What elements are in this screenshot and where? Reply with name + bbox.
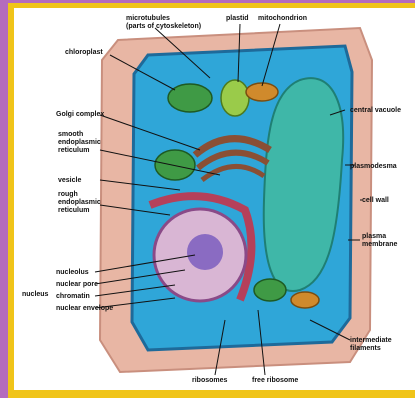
- label-nucleolus: nucleolus: [56, 269, 89, 276]
- label-chloroplast: chloroplast: [65, 49, 103, 56]
- label-ribosomes: ribosomes: [192, 377, 228, 384]
- label-rough-er-3: reticulum: [58, 207, 90, 214]
- label-cell-wall: cell wall: [362, 197, 389, 204]
- label-smooth-er-1: smooth: [58, 131, 83, 138]
- label-free-ribosome: free ribosome: [252, 377, 298, 384]
- label-nuclear-envelope: nuclear envelope: [56, 305, 113, 312]
- label-central-vacuole: central vacuole: [350, 107, 401, 114]
- label-smooth-er-3: reticulum: [58, 147, 90, 154]
- label-golgi-complex: Golgi complex: [56, 111, 104, 118]
- label-intermediate-filaments-2: filaments: [350, 345, 381, 352]
- chloroplast-shape: [155, 150, 195, 180]
- label-plasmodesma: plasmodesma: [350, 163, 397, 170]
- plastid-shape: [221, 80, 249, 116]
- label-rough-er-1: rough: [58, 191, 78, 198]
- label-microtubules-sub: (parts of cytoskeleton): [126, 23, 201, 30]
- label-microtubules: microtubules: [126, 15, 170, 22]
- label-plastid: plastid: [226, 15, 249, 22]
- label-mitochondrion: mitochondrion: [258, 15, 307, 22]
- label-vesicle: vesicle: [58, 177, 81, 184]
- chloroplast-shape: [168, 84, 212, 112]
- label-plasma-membrane-1: plasma: [362, 233, 386, 240]
- label-chromatin: chromatin: [56, 293, 90, 300]
- chloroplast-shape: [254, 279, 286, 301]
- mitochondrion-shape: [291, 292, 319, 308]
- label-nuclear-pore: nuclear pore: [56, 281, 98, 288]
- label-rough-er-2: endoplasmic: [58, 199, 101, 206]
- label-smooth-er-2: endoplasmic: [58, 139, 101, 146]
- label-plasma-membrane-2: membrane: [362, 241, 398, 248]
- nucleolus-shape: [187, 234, 223, 270]
- label-nucleus: nucleus: [22, 291, 49, 298]
- label-intermediate-filaments-1: intermediate: [350, 337, 392, 344]
